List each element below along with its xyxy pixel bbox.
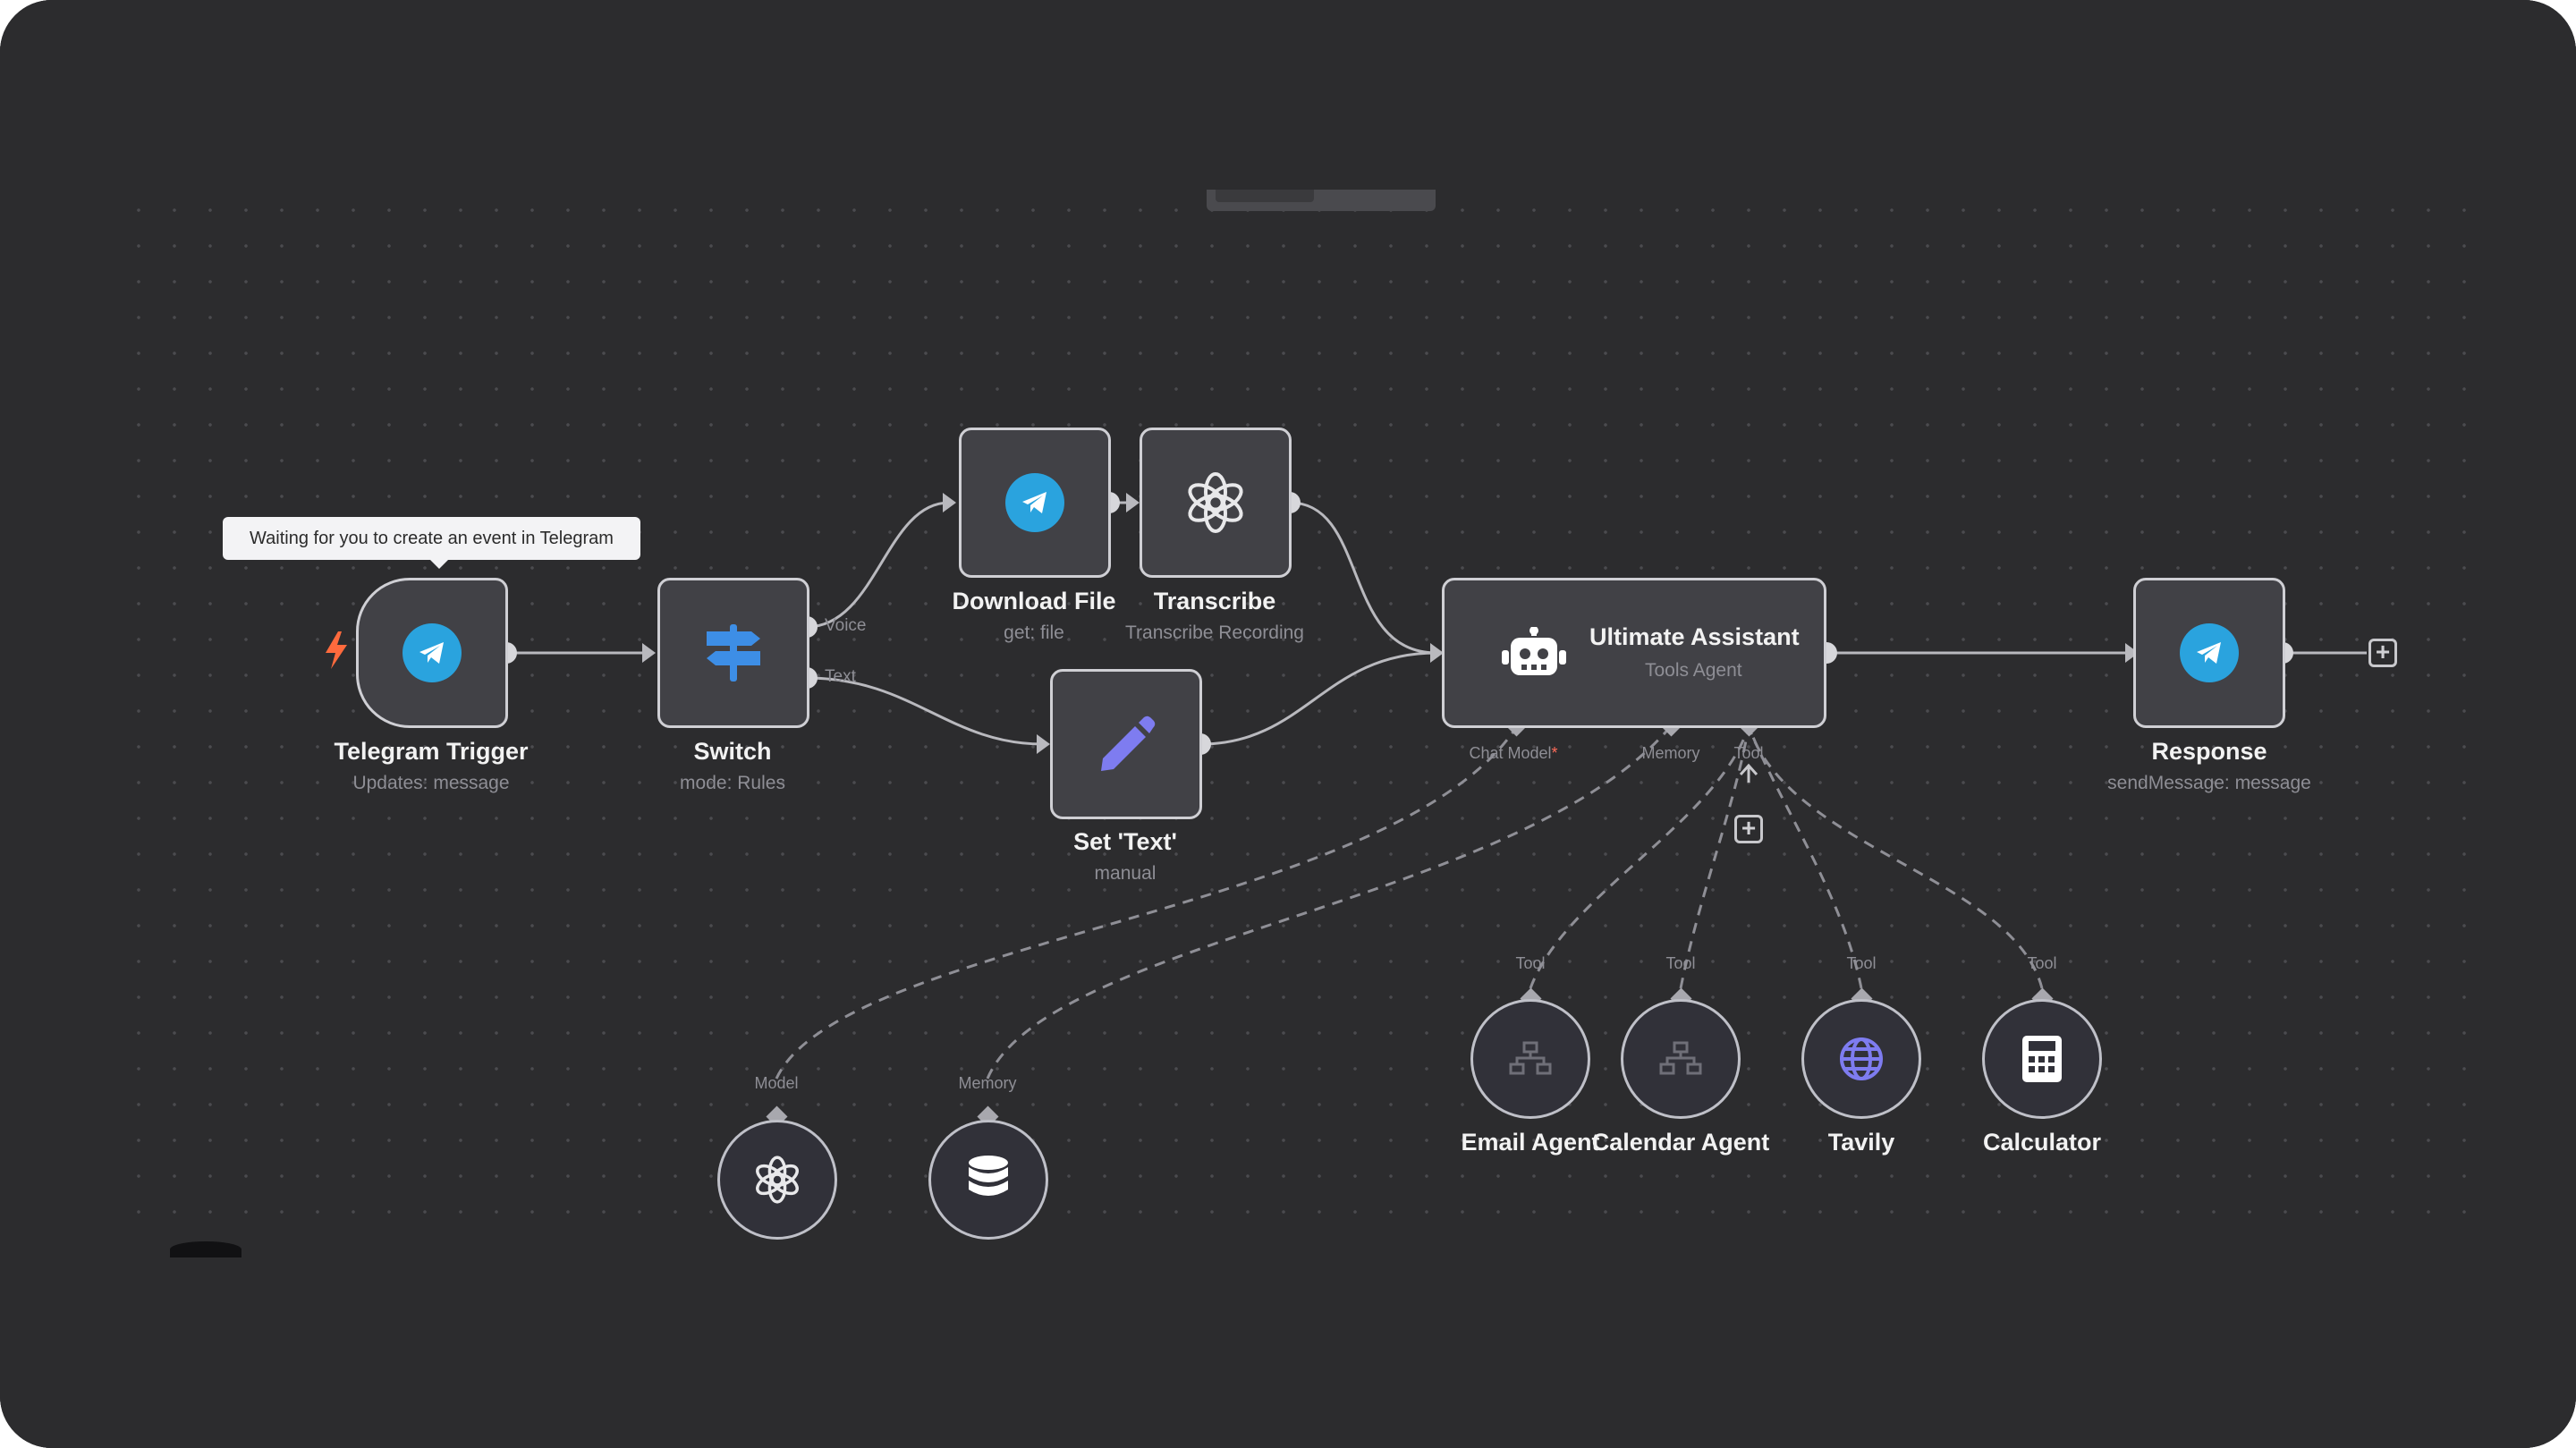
telegram-icon (1005, 473, 1064, 532)
openai-chat-model-node[interactable] (717, 1120, 837, 1240)
tavily-node[interactable] (1801, 999, 1921, 1119)
node-title: Telegram Trigger (334, 738, 529, 765)
lightning-icon (326, 631, 347, 669)
globe-icon (1840, 1037, 1883, 1080)
telegram-icon (2180, 623, 2239, 682)
node-title: Response (2151, 738, 2267, 765)
node-title: Download File (952, 588, 1116, 614)
wire-model-chatmodel (775, 725, 1519, 1080)
node-subtitle: mode: Rules (680, 773, 785, 793)
robot-icon (1502, 627, 1566, 675)
set-text-node[interactable] (1050, 669, 1202, 819)
node-subtitle: manual (1094, 863, 1157, 884)
canvas-bottom-area (0, 1230, 2576, 1448)
telegram-trigger-node[interactable] (356, 578, 508, 728)
node-title: Tavily (1827, 1129, 1895, 1156)
add-tool-button[interactable]: + (1734, 815, 1763, 843)
calculator-port-label: Tool (2027, 954, 2057, 972)
signpost-icon (707, 624, 760, 682)
toolbar-segment[interactable] (1216, 190, 1314, 202)
wire-transcribe-assistant (1289, 501, 1437, 655)
node-subtitle: sendMessage: message (2107, 773, 2311, 793)
wire-text-settext (806, 676, 1044, 746)
workflow-icon (1659, 1041, 1702, 1075)
wire-tavily-tool (1747, 725, 1863, 989)
switch-output-voice-label: Voice (825, 616, 867, 635)
node-title: Calculator (1982, 1129, 2102, 1156)
openai-icon (756, 1156, 799, 1204)
memory-node[interactable] (928, 1120, 1048, 1240)
memory-port-label: Memory (1641, 744, 1700, 762)
canvas-top-area (0, 0, 2576, 188)
workflow-icon (1509, 1041, 1552, 1075)
tool-arrow-icon (1739, 763, 1758, 783)
add-node-button[interactable]: + (2368, 639, 2397, 667)
node-title: Set 'Text' (1073, 828, 1177, 855)
wire-memory-memory (986, 725, 1673, 1080)
calculator-icon (2022, 1036, 2062, 1082)
node-subtitle: Updates: message (352, 773, 510, 793)
top-toolbar[interactable] (1207, 190, 1436, 211)
transcribe-node[interactable] (1140, 428, 1292, 578)
calendar-agent-node[interactable] (1621, 999, 1741, 1119)
node-title: Switch (693, 738, 772, 765)
response-node[interactable] (2133, 578, 2285, 728)
chat-model-port-label: Chat Model* (1469, 744, 1558, 762)
node-title: Email Agent (1461, 1129, 1600, 1156)
pencil-icon (1101, 716, 1156, 771)
tavily-port-label: Tool (1846, 954, 1877, 972)
download-file-node[interactable] (959, 428, 1111, 578)
node-title: Ultimate Assistant (1589, 623, 1800, 650)
calendar-agent-port-label: Tool (1665, 954, 1696, 972)
node-subtitle: Transcribe Recording (1125, 622, 1304, 643)
canvas-right-area (2469, 0, 2576, 1448)
wire-voice-download (806, 501, 950, 629)
calculator-node[interactable] (1982, 999, 2102, 1119)
email-agent-port-label: Tool (1515, 954, 1546, 972)
node-title: Calendar Agent (1591, 1129, 1770, 1156)
model-port-label: Model (754, 1074, 799, 1092)
telegram-icon (402, 623, 462, 682)
canvas-left-area (0, 0, 116, 1448)
switch-output-text-label: Text (825, 667, 856, 686)
ultimate-assistant-node[interactable]: Ultimate Assistant Tools Agent (1442, 578, 1826, 728)
email-agent-node[interactable] (1470, 999, 1590, 1119)
node-title: Transcribe (1153, 588, 1276, 614)
wire-calendar-tool (1679, 725, 1750, 989)
trigger-waiting-tooltip: Waiting for you to create an event in Te… (223, 517, 640, 569)
tool-port-label: Tool (1733, 744, 1764, 762)
node-subtitle: Tools Agent (1645, 660, 1742, 681)
wire-email-tool (1529, 725, 1750, 989)
corner-indicator (170, 1241, 242, 1257)
switch-node[interactable] (657, 578, 809, 728)
database-icon (969, 1156, 1008, 1196)
wire-settext-assistant (1199, 651, 1437, 746)
wire-calculator-tool (1747, 725, 2044, 989)
openai-icon (1188, 472, 1243, 533)
memory-node-port-label: Memory (958, 1074, 1017, 1092)
node-subtitle: get: file (1004, 622, 1064, 643)
